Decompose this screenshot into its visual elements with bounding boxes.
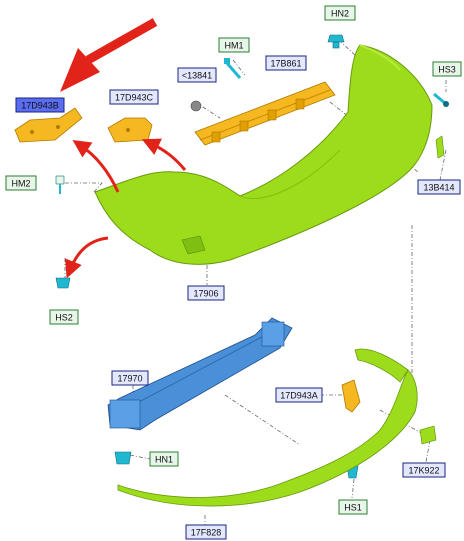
label-17d943b[interactable]: 17D943B xyxy=(15,97,65,113)
svg-text:17906: 17906 xyxy=(193,289,218,299)
svg-text:HS1: HS1 xyxy=(344,503,362,513)
label-17d943c[interactable]: 17D943C xyxy=(109,89,159,105)
svg-text:HN2: HN2 xyxy=(331,9,349,19)
svg-text:HM2: HM2 xyxy=(11,179,30,189)
screw-hm2 xyxy=(55,175,65,194)
bracket-13b414 xyxy=(435,135,445,159)
svg-text:HS3: HS3 xyxy=(438,65,456,75)
label-17f828[interactable]: 17F828 xyxy=(185,524,227,540)
svg-text:17B861: 17B861 xyxy=(270,59,301,69)
label-hm1[interactable]: HM1 xyxy=(218,37,250,53)
reinforcement-beam xyxy=(107,317,293,431)
svg-text:<13841: <13841 xyxy=(182,71,212,81)
svg-text:HM1: HM1 xyxy=(224,41,243,51)
svg-text:HN1: HN1 xyxy=(155,455,173,465)
svg-text:13B414: 13B414 xyxy=(423,183,454,193)
svg-text:17K922: 17K922 xyxy=(408,466,439,476)
svg-text:17F828: 17F828 xyxy=(191,528,222,538)
label-17d943a[interactable]: 17D943A xyxy=(275,387,323,403)
label-hs2[interactable]: HS2 xyxy=(49,309,79,325)
center-bracket xyxy=(107,117,153,143)
bracket-17k922 xyxy=(419,425,437,445)
curved-red-arrow-icon xyxy=(64,138,187,279)
svg-text:17D943A: 17D943A xyxy=(280,391,318,401)
screw-hm1 xyxy=(224,58,242,79)
svg-text:17D943C: 17D943C xyxy=(115,93,154,103)
label-13b414[interactable]: 13B414 xyxy=(417,179,461,195)
label-17970[interactable]: 17970 xyxy=(111,370,149,386)
svg-text:17970: 17970 xyxy=(117,374,142,384)
rear-bumper-cover xyxy=(94,44,433,265)
clip-hn2 xyxy=(327,34,345,49)
lower-bracket xyxy=(341,379,361,413)
label-17b861[interactable]: 17B861 xyxy=(265,55,307,71)
label-hm2[interactable]: HM2 xyxy=(5,175,37,191)
label-17k922[interactable]: 17K922 xyxy=(402,462,446,478)
lower-valance xyxy=(117,348,418,507)
fasteners xyxy=(55,34,449,479)
label-hn1[interactable]: HN1 xyxy=(149,451,179,467)
label-hn2[interactable]: HN2 xyxy=(324,5,356,21)
label-17906[interactable]: 17906 xyxy=(187,285,225,301)
upper-bracket xyxy=(194,81,336,146)
screw-hs3 xyxy=(433,92,449,107)
label-hs1[interactable]: HS1 xyxy=(338,499,368,515)
label-13841[interactable]: <13841 xyxy=(177,67,217,83)
clip-hs2 xyxy=(55,277,71,289)
label-hs3[interactable]: HS3 xyxy=(432,61,462,77)
svg-text:HS2: HS2 xyxy=(55,313,73,323)
svg-text:17D943B: 17D943B xyxy=(21,101,59,111)
nut-13841 xyxy=(190,100,202,112)
clip-hn1 xyxy=(114,451,132,465)
left-bracket xyxy=(14,107,83,143)
red-arrow-icon xyxy=(60,18,158,92)
